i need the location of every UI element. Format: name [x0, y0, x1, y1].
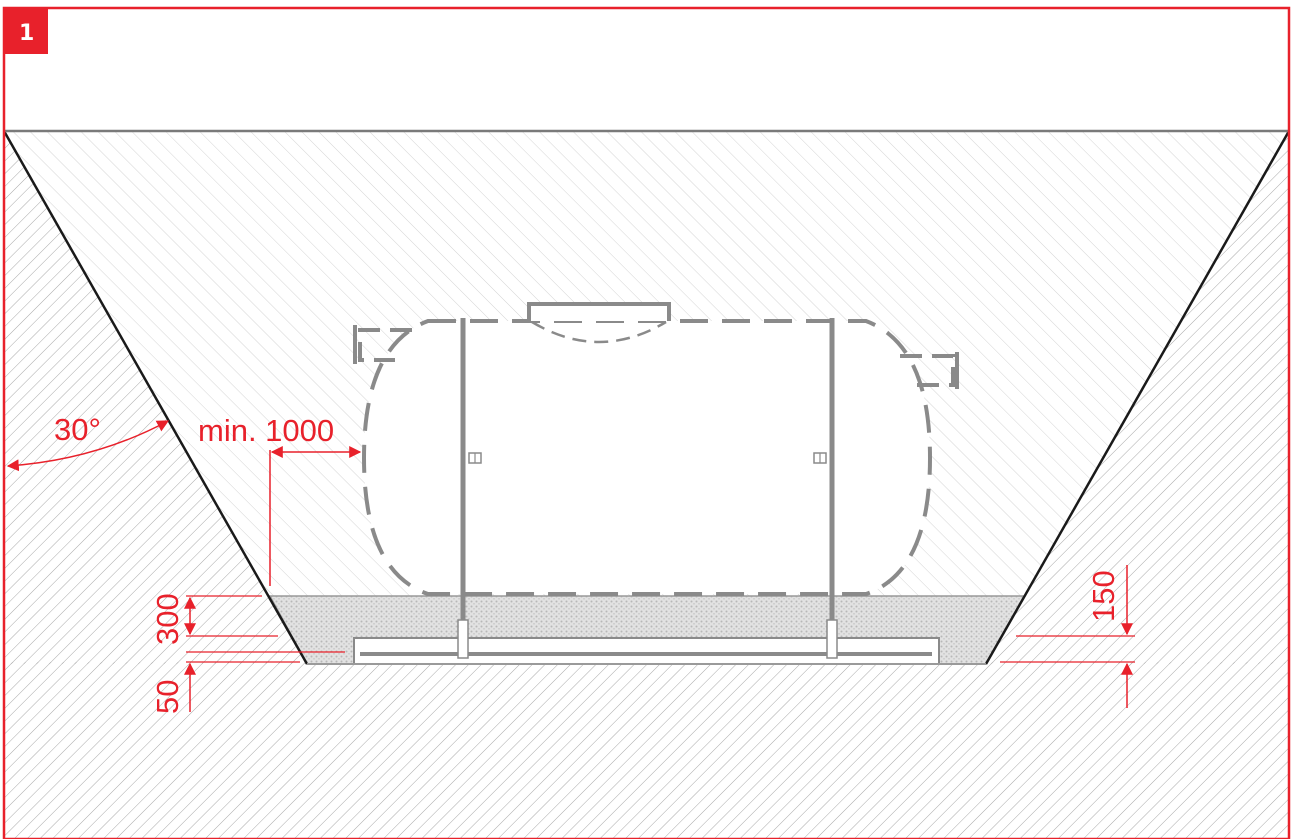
clearance-label: min. 1000 — [198, 413, 334, 448]
inlet-pipe — [358, 328, 412, 362]
base-layer-label: 50 — [150, 680, 185, 714]
bedding-label: 300 — [150, 593, 185, 645]
strap-anchor-right — [826, 619, 838, 659]
outlet-pipe — [900, 354, 955, 387]
native-soil-bottom — [4, 662, 1289, 839]
tank-body — [361, 319, 933, 596]
concrete-base-slab — [353, 637, 940, 665]
angle-arc — [6, 420, 170, 472]
step-badge — [4, 8, 48, 54]
step-number: 1 — [19, 21, 34, 46]
excavation-wall-left — [2, 130, 309, 665]
strap-anchor-left — [457, 619, 469, 659]
manhole-dome-curve — [531, 320, 667, 344]
figure-frame — [2, 6, 1291, 839]
right-height-label: 150 — [1086, 570, 1121, 622]
excavation-wall-right — [984, 130, 1291, 665]
angle-label: 30° — [54, 412, 101, 447]
tank-manhole — [527, 302, 671, 321]
